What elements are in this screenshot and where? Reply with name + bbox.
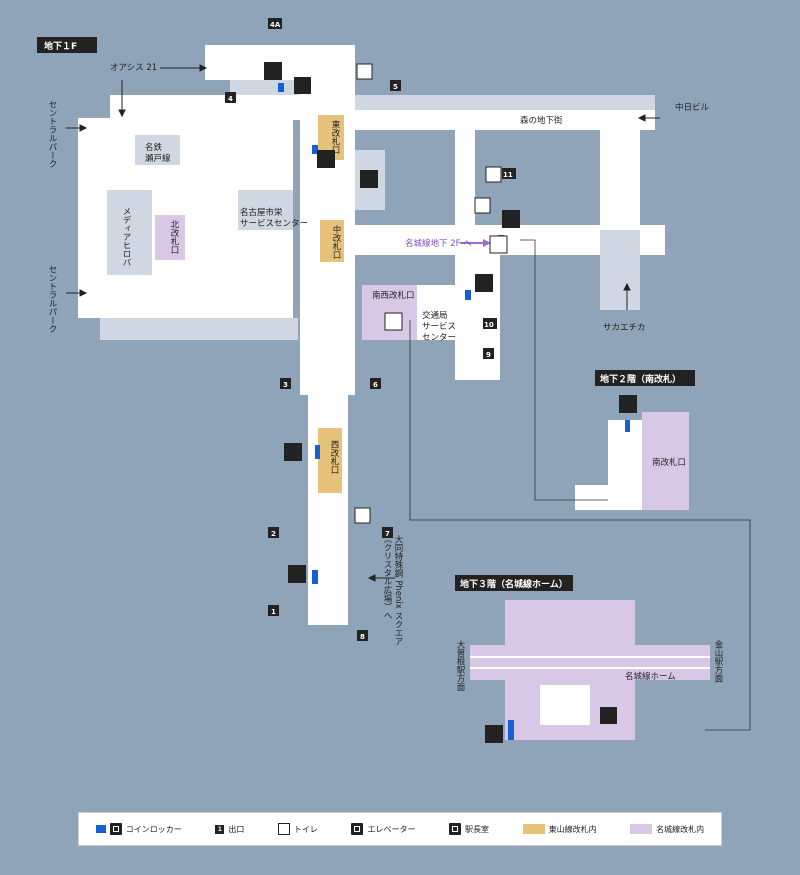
svg-text:2: 2: [271, 530, 276, 538]
label-city-center: 名古屋市栄サービスセンター: [240, 207, 308, 229]
label-central-park-1: セントラルパーク: [47, 100, 57, 168]
toilet-icon: [474, 197, 491, 214]
svg-text:5: 5: [393, 83, 398, 91]
exit-2: 2: [268, 527, 279, 538]
locker-icons: [264, 62, 637, 743]
label-mori-chikagai: 森の地下街: [520, 115, 563, 126]
label-media-hiroba: メディアヒロバ: [121, 207, 131, 267]
exit-3: 3: [280, 378, 291, 389]
exit-8: 8: [357, 630, 368, 641]
b3-platform: [470, 600, 710, 740]
svg-text:6: 6: [373, 381, 378, 389]
svg-text:地下１F: 地下１F: [44, 40, 77, 52]
label-nansei-gate: 南西改札口: [372, 290, 415, 301]
exit-5: 5: [390, 80, 401, 91]
svg-text:8: 8: [360, 633, 365, 641]
exit-4: 4: [225, 92, 236, 103]
locker-icon: [317, 150, 335, 168]
elevator-icon: [600, 707, 617, 724]
connector-lines: [409, 239, 751, 731]
svg-text:11: 11: [503, 171, 513, 179]
label-kanayama: 金山駅方面: [713, 639, 723, 683]
label-south-gate: 南改札口: [652, 457, 686, 468]
toilet-icon: [354, 507, 371, 524]
elevator-icon: [489, 235, 508, 254]
meijo-swatch: [630, 824, 653, 834]
svg-text:地下３階（名城線ホーム）: 地下３階（名城線ホーム）: [460, 578, 568, 590]
svg-text:10: 10: [484, 321, 494, 329]
exit-10: 10: [483, 318, 497, 329]
exit-1: 1: [268, 605, 279, 616]
svg-text:7: 7: [385, 530, 390, 538]
svg-text:地下２階（南改札）: 地下２階（南改札）: [600, 373, 681, 385]
station-office-icon: [360, 170, 378, 188]
label-chunichi: 中日ビル: [675, 102, 710, 113]
label-mid-gate: 中改札口: [331, 224, 341, 259]
svg-text:3: 3: [283, 381, 288, 389]
label-central-park-2: セントラルパーク: [47, 265, 57, 333]
locker-icon: [284, 443, 302, 461]
svg-text:4A: 4A: [270, 21, 281, 29]
elevator-icon: [294, 77, 311, 94]
toilet-icon: [356, 63, 373, 80]
exit-icon: 1: [215, 824, 225, 834]
toilet-icons: [354, 63, 502, 524]
legend-station-office: 駅長室: [449, 823, 489, 835]
label-meijo-home: 名城線ホーム: [625, 671, 676, 682]
toilet-icon: [485, 166, 502, 183]
legend: コインロッカー 1 出口 トイレ エレベーター 駅長室 東山線改札内 名城線改札…: [78, 812, 722, 846]
toilet-icon: [277, 823, 290, 835]
locker-icon: [264, 62, 282, 80]
label-north-gate: 北改札口: [169, 220, 179, 254]
locker-icon: [619, 395, 637, 413]
svg-text:1: 1: [271, 608, 276, 616]
label-meijo-2f: 名城線地下 2F へ: [405, 238, 472, 249]
locker-icon: [109, 823, 122, 835]
legend-meijo: 名城線改札内: [630, 824, 704, 835]
floor-tag-b1: 地下１F: [37, 37, 97, 53]
exit-7: 7: [382, 527, 393, 538]
b1-concourse: [78, 45, 665, 625]
legend-higashiyama: 東山線改札内: [522, 824, 597, 835]
locker-icon: [475, 274, 493, 292]
label-kotsukyoku: 交通局サービスセンター: [422, 310, 456, 343]
elevator-icon: [351, 823, 364, 835]
higashiyama-swatch: [522, 824, 545, 834]
legend-toilet: トイレ: [277, 823, 318, 835]
locker-icon: [288, 565, 306, 583]
label-west-gate: 西改札口: [329, 440, 339, 474]
exit-9: 9: [483, 348, 494, 359]
label-meitetsu: 名鉄瀬戸線: [145, 142, 171, 164]
legend-elevator: エレベーター: [351, 823, 415, 835]
svg-text:4: 4: [228, 95, 233, 103]
svg-text:9: 9: [486, 351, 491, 359]
label-oasis: オアシス 21: [110, 63, 157, 73]
label-sakae-chika: サカエチカ: [603, 323, 646, 333]
locker-icon: [502, 210, 520, 228]
elevator-icon: [384, 312, 403, 331]
floor-tag-b3: 地下３階（名城線ホーム）: [455, 575, 573, 591]
legend-locker: コインロッカー: [95, 823, 182, 835]
floor-tag-b2: 地下２階（南改札）: [595, 370, 695, 386]
label-crystal: 大同特殊鋼 Phenix スクエア（クリスタル広場）へ: [382, 534, 403, 645]
locker-swatch: [95, 825, 106, 833]
access-arrows: [66, 64, 660, 582]
label-ozone: 大曽根駅方面: [455, 639, 465, 692]
b2-south-gate-area: [575, 412, 689, 510]
locker-icon: [485, 725, 503, 743]
exit-6: 6: [370, 378, 381, 389]
meijo-arrow: [460, 239, 491, 247]
legend-exit: 1 出口: [215, 824, 244, 835]
exit-11: 11: [502, 168, 516, 179]
elevator-icons: [294, 77, 617, 724]
label-east-gate: 東改札口: [330, 119, 340, 154]
exit-4a: 4A: [268, 18, 282, 29]
station-office-icon: [449, 823, 462, 835]
